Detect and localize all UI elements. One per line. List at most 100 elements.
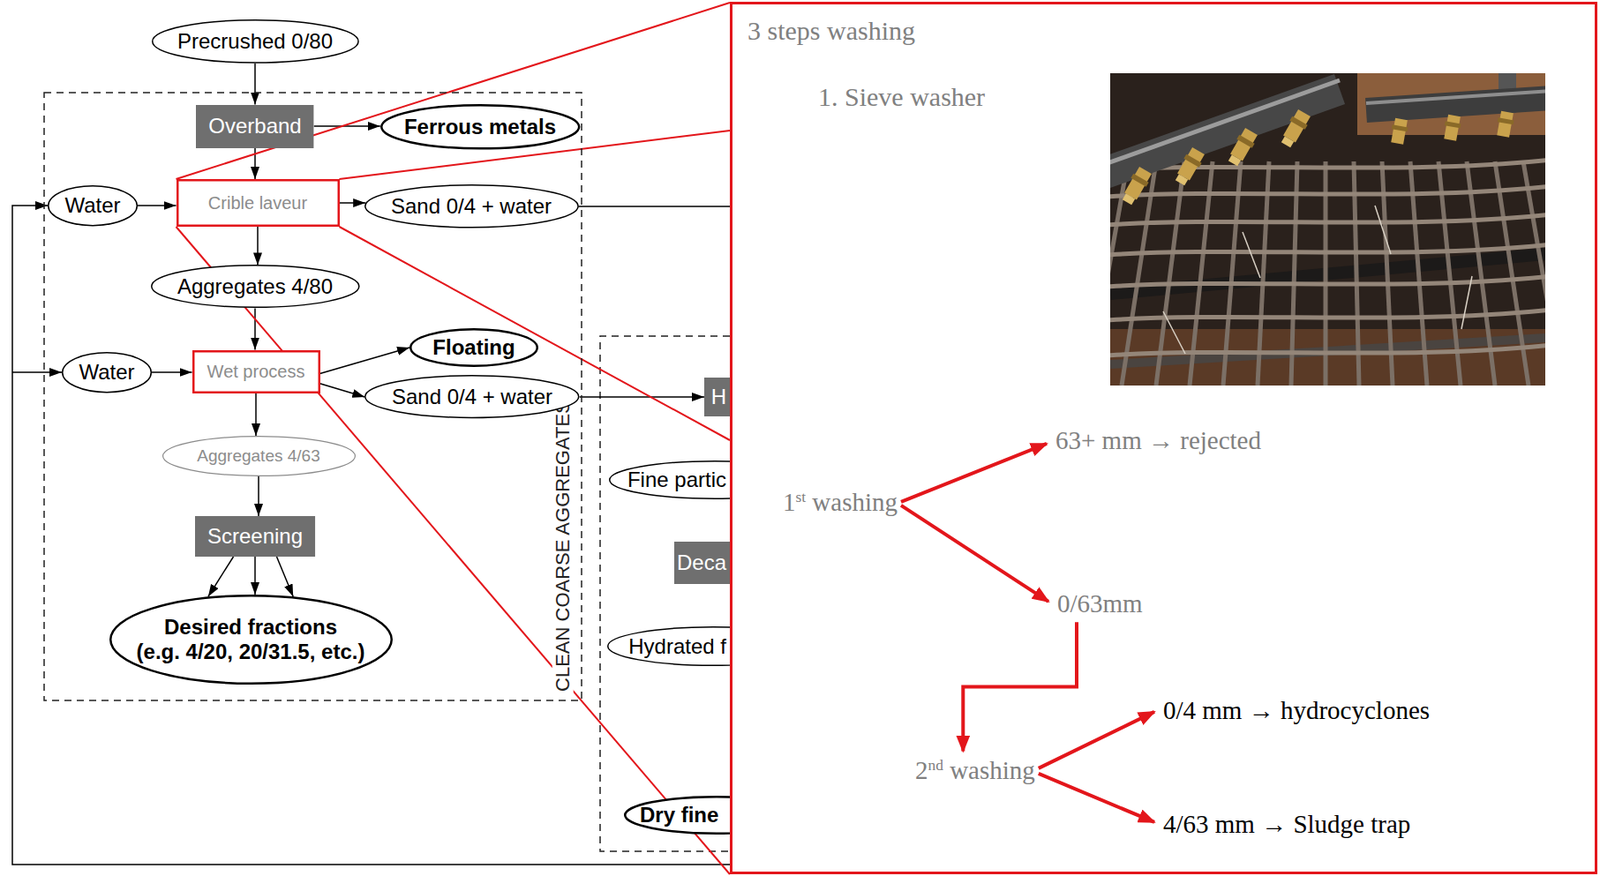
ellipse-shape bbox=[608, 627, 730, 667]
zoom-line bbox=[176, 226, 731, 875]
wire-mesh bbox=[1110, 159, 1546, 356]
panel-shape bbox=[731, 3, 1597, 874]
box-shape bbox=[193, 351, 320, 393]
outflow-line bbox=[578, 205, 730, 208]
step-heading: 1. Sieve washer bbox=[818, 82, 985, 113]
node-label: Hydrated f bbox=[628, 634, 727, 660]
input-ellipse: Water bbox=[47, 185, 138, 226]
group-label: CLEAN COARSE AGGREGATES bbox=[552, 398, 574, 695]
node-label: Aggregates 4/80 bbox=[177, 274, 333, 300]
tree-arrow bbox=[1038, 773, 1155, 823]
recycle-line bbox=[12, 205, 730, 865]
ellipse-shape bbox=[151, 20, 358, 63]
stream-ellipse: Sand 0/4 + water bbox=[364, 184, 579, 228]
node-label: Dry fine bbox=[639, 803, 719, 828]
input-ellipse: Precrushed 0/80 bbox=[151, 19, 360, 64]
node-label: Screening bbox=[207, 524, 303, 549]
flow-arrow bbox=[579, 396, 705, 399]
wire-mesh bbox=[1110, 161, 1546, 386]
highlighted-process-box: Wet process bbox=[192, 350, 321, 394]
ellipse-shape bbox=[609, 461, 730, 500]
node-label: Wet process bbox=[207, 361, 306, 383]
output-ellipse: Ferrous metals bbox=[380, 104, 580, 151]
node-label: Precrushed 0/80 bbox=[177, 29, 333, 54]
step-label: 2nd washing bbox=[915, 755, 1036, 787]
process-box: H bbox=[704, 377, 730, 417]
flow-arrow bbox=[257, 476, 260, 517]
ellipse-shape bbox=[162, 436, 355, 477]
flow-arrow bbox=[151, 371, 193, 374]
tree-arrow bbox=[901, 443, 1047, 503]
node-label: Sand 0/4 + water bbox=[391, 384, 553, 410]
step-label: 0/4 mm → hydrocyclones bbox=[1163, 695, 1430, 727]
output-ellipse: Dry fine bbox=[623, 796, 730, 835]
zoom-line bbox=[339, 226, 731, 441]
ellipse-shape bbox=[62, 353, 152, 393]
node-label: Sand 0/4 + water bbox=[390, 194, 552, 219]
node-label: Water bbox=[64, 193, 121, 218]
process-box: Deca bbox=[674, 541, 730, 585]
flow-arrow bbox=[254, 148, 256, 181]
process-box: Screening bbox=[195, 516, 316, 557]
flow-arrow bbox=[314, 125, 381, 128]
zoom-panel: 3 steps washing 1. Sieve washer 1st washin… bbox=[729, 1, 1598, 875]
ellipse-shape bbox=[150, 265, 359, 308]
box-shape bbox=[195, 105, 314, 149]
process-box: Overband bbox=[195, 105, 314, 149]
node-label: Desired fractions (e.g. 4/20, 20/31.5, e… bbox=[136, 615, 366, 664]
stream-ellipse: Hydrated f bbox=[607, 626, 730, 667]
output-ellipse: Floating bbox=[409, 328, 539, 368]
stream-ellipse: Sand 0/4 + water bbox=[364, 375, 579, 419]
step-label: 63+ mm → rejected bbox=[1055, 425, 1262, 457]
input-ellipse: Water bbox=[61, 352, 152, 393]
node-label: Aggregates 4/63 bbox=[196, 446, 320, 466]
flow-arrow bbox=[339, 202, 367, 204]
stream-ellipse: Aggregates 4/63 bbox=[162, 435, 356, 477]
tree-arrow bbox=[901, 505, 1049, 602]
node-label: Deca bbox=[676, 550, 727, 576]
step-label: 1st washing bbox=[782, 487, 898, 519]
flow-arrow bbox=[256, 226, 259, 265]
node-label: Water bbox=[78, 360, 135, 385]
sieve-washer-photo bbox=[1110, 73, 1546, 386]
flow-arrow bbox=[254, 308, 256, 351]
highlighted-process-box: Crible laveur bbox=[176, 179, 340, 227]
step-label: 0/63mm bbox=[1057, 588, 1143, 620]
ellipse-shape bbox=[624, 796, 730, 834]
box-shape bbox=[44, 92, 582, 701]
ellipse-shape bbox=[110, 595, 392, 684]
photo-ground bbox=[1110, 73, 1546, 386]
ordinal-suffix: st bbox=[796, 488, 807, 506]
ellipse-shape bbox=[365, 375, 579, 419]
pipe-highlight bbox=[1366, 90, 1546, 104]
node-label: Crible laveur bbox=[208, 193, 308, 214]
node-label: Overband bbox=[208, 113, 301, 139]
panel-heading: 3 steps washing bbox=[747, 15, 916, 47]
stream-ellipse: Fine partic bbox=[608, 460, 730, 500]
loose-strings bbox=[1163, 205, 1473, 354]
nozzles bbox=[1119, 108, 1516, 207]
stream-ellipse: Aggregates 4/80 bbox=[150, 264, 361, 308]
box-shape bbox=[195, 516, 316, 557]
flow-arrow bbox=[277, 556, 294, 597]
pipe bbox=[1110, 89, 1340, 178]
ellipse-shape bbox=[48, 186, 138, 226]
ellipse-shape bbox=[410, 329, 538, 367]
ellipse-shape bbox=[364, 185, 578, 228]
pipe-highlight bbox=[1110, 80, 1340, 169]
flow-arrow bbox=[137, 204, 177, 207]
flow-arrow bbox=[254, 63, 256, 106]
tree-arrow bbox=[1038, 712, 1155, 769]
node-label: Fine partic bbox=[627, 467, 727, 493]
box-shape bbox=[177, 180, 339, 226]
flow-arrow bbox=[255, 393, 257, 437]
node-label: H bbox=[711, 384, 727, 410]
node-label: Floating bbox=[432, 335, 515, 361]
ordinal-suffix: nd bbox=[928, 756, 944, 774]
flow-arrow bbox=[254, 556, 256, 595]
box-shape bbox=[704, 377, 730, 417]
flow-arrow bbox=[320, 347, 411, 375]
recycle-line bbox=[12, 371, 62, 374]
box-shape bbox=[674, 541, 730, 585]
